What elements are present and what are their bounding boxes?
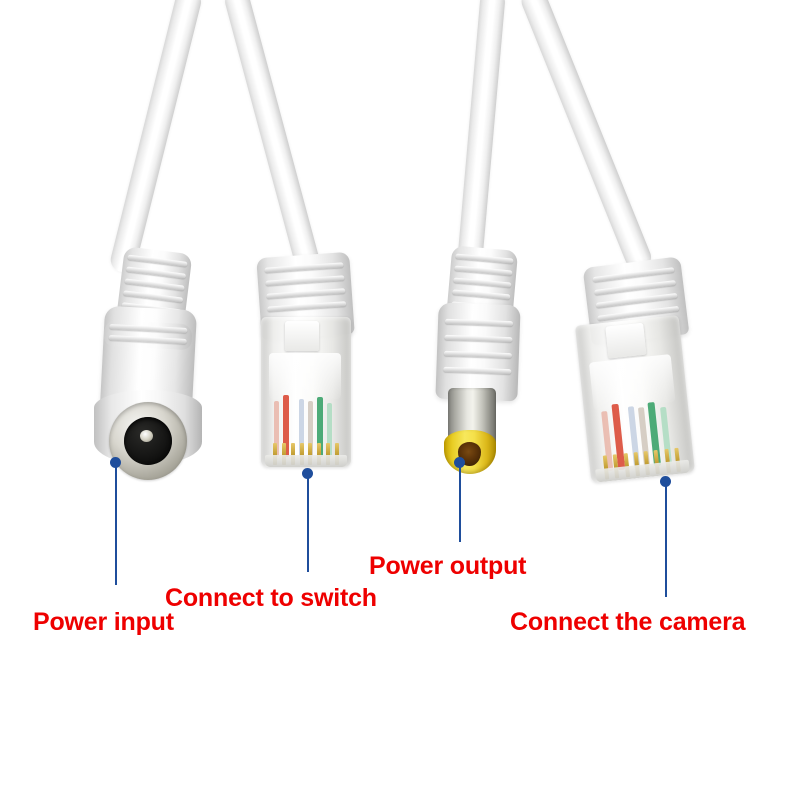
housing-rib xyxy=(444,334,513,343)
leader-line xyxy=(307,473,309,572)
housing-rib xyxy=(442,366,512,375)
strain-rib xyxy=(123,290,184,303)
cable-body xyxy=(107,0,204,275)
wire-orange xyxy=(283,395,289,457)
cable-strand-3 xyxy=(456,0,506,275)
connector-rj45-camera xyxy=(565,256,710,484)
housing-rib xyxy=(444,318,514,327)
label-connect-the-camera: Connect the camera xyxy=(510,608,746,636)
leader-line xyxy=(665,481,667,597)
strain-rib xyxy=(452,289,511,300)
rj45-contact xyxy=(299,443,304,465)
connector-dc-barrel-male xyxy=(422,245,542,474)
housing-rib xyxy=(108,334,187,345)
strain-rib xyxy=(453,277,512,288)
label-power-output: Power output xyxy=(369,552,527,580)
rj45-contact xyxy=(281,443,286,465)
housing-ridge xyxy=(103,319,193,351)
wire-orange-white xyxy=(274,401,279,457)
wire-blue xyxy=(299,399,304,457)
rj45-contact xyxy=(326,443,331,465)
cable-body xyxy=(222,0,322,274)
rj45-contact xyxy=(308,443,313,465)
boot-rib xyxy=(593,280,677,296)
rj45-latch xyxy=(605,322,647,359)
rj45-plug-body xyxy=(261,317,351,467)
wire-green-white xyxy=(327,403,332,457)
rj45-contact xyxy=(290,443,295,465)
boot-rib xyxy=(265,275,345,286)
rj45-contact xyxy=(334,443,339,465)
body-highlight xyxy=(588,354,676,411)
strain-rib xyxy=(124,278,185,291)
strain-rib xyxy=(454,265,513,276)
rj45-plug-body xyxy=(575,314,695,484)
cable-body xyxy=(517,0,656,273)
strain-rib xyxy=(455,253,514,264)
strain-rib xyxy=(126,266,186,279)
leader-line xyxy=(115,462,117,585)
boot-rib xyxy=(267,301,346,312)
boot-rib xyxy=(592,267,675,283)
body-highlight xyxy=(269,353,341,399)
connector-dc-barrel-female xyxy=(76,246,216,480)
boot-rib xyxy=(595,292,679,308)
boot-rib xyxy=(264,262,344,273)
cable-body xyxy=(456,0,506,275)
rj45-latch xyxy=(285,321,319,351)
housing-rib xyxy=(109,323,188,334)
jack-center-pin xyxy=(140,430,153,442)
connector-rj45-switch xyxy=(245,251,370,470)
strain-rib xyxy=(127,254,188,267)
rj45-boot-ribs xyxy=(259,256,352,322)
boot-rib xyxy=(266,288,346,299)
cable-strand-4 xyxy=(517,0,656,273)
wire-brown xyxy=(308,401,313,457)
leader-line xyxy=(459,462,461,542)
rj45-front-lip xyxy=(265,455,347,467)
wire-green xyxy=(317,397,323,457)
plug-housing-grooves xyxy=(438,318,518,384)
rj45-contact-row xyxy=(273,443,339,465)
rj45-contact xyxy=(273,443,277,465)
rj45-contact xyxy=(317,443,322,465)
label-power-input: Power input xyxy=(33,608,174,636)
housing-rib xyxy=(443,350,513,359)
label-connect-to-switch: Connect to switch xyxy=(165,584,377,612)
cable-strand-1 xyxy=(107,0,204,275)
cable-strand-2 xyxy=(222,0,322,274)
